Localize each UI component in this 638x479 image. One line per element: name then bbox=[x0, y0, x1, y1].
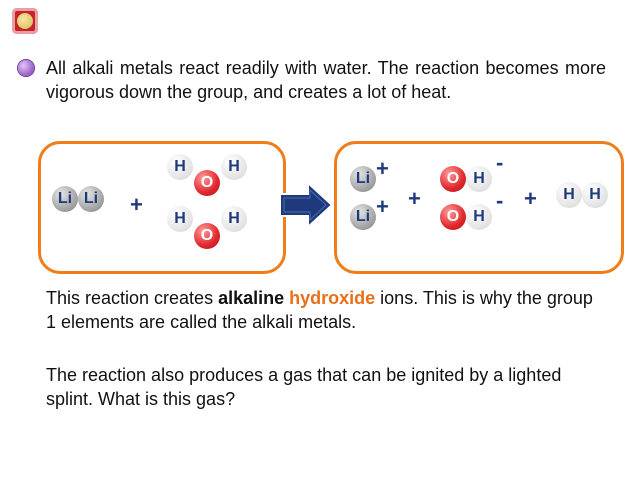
reaction-arrow-icon bbox=[279, 180, 334, 230]
logo bbox=[12, 8, 38, 34]
hydrogen-atom: H bbox=[466, 166, 492, 192]
intro-paragraph: All alkali metals react readily with wat… bbox=[46, 58, 606, 102]
paragraph-text: This reaction creates bbox=[46, 288, 219, 308]
paragraph-text: ions. This is why the group 1 elements a… bbox=[46, 288, 593, 332]
hydrogen-atom: H bbox=[167, 206, 193, 232]
oxygen-atom: O bbox=[194, 223, 220, 249]
negative-charge: - bbox=[496, 188, 504, 213]
products-box: Li + Li + + O H - O H - + H H bbox=[334, 141, 624, 274]
reactants-box: Li Li + H H O H H O bbox=[38, 141, 286, 274]
lithium-ion: Li bbox=[350, 204, 376, 230]
lithium-atom: Li bbox=[52, 186, 78, 212]
hydrogen-atom: H bbox=[466, 204, 492, 230]
oxygen-atom: O bbox=[194, 170, 220, 196]
positive-charge: + bbox=[376, 156, 389, 181]
gas-question-paragraph: The reaction also produces a gas that ca… bbox=[46, 365, 562, 409]
hydrogen-atom: H bbox=[556, 182, 582, 208]
hydroxide-highlight: hydroxide bbox=[289, 288, 376, 308]
plus-sign: + bbox=[408, 186, 421, 211]
alkaline-highlight: alkaline bbox=[218, 288, 285, 308]
hydrogen-atom: H bbox=[221, 206, 247, 232]
negative-charge: - bbox=[496, 150, 504, 175]
hydrogen-atom: H bbox=[221, 154, 247, 180]
hydrogen-atom: H bbox=[167, 154, 193, 180]
lithium-atom: Li bbox=[78, 186, 104, 212]
hydroxide-paragraph: This reaction creates alkaline hydroxide… bbox=[46, 286, 606, 334]
hydrogen-atom: H bbox=[582, 182, 608, 208]
positive-charge: + bbox=[376, 194, 389, 219]
bullet-icon bbox=[18, 60, 34, 76]
plus-sign: + bbox=[130, 192, 143, 217]
oxygen-atom: O bbox=[440, 204, 466, 230]
lithium-ion: Li bbox=[350, 166, 376, 192]
plus-sign: + bbox=[524, 186, 537, 211]
oxygen-atom: O bbox=[440, 166, 466, 192]
